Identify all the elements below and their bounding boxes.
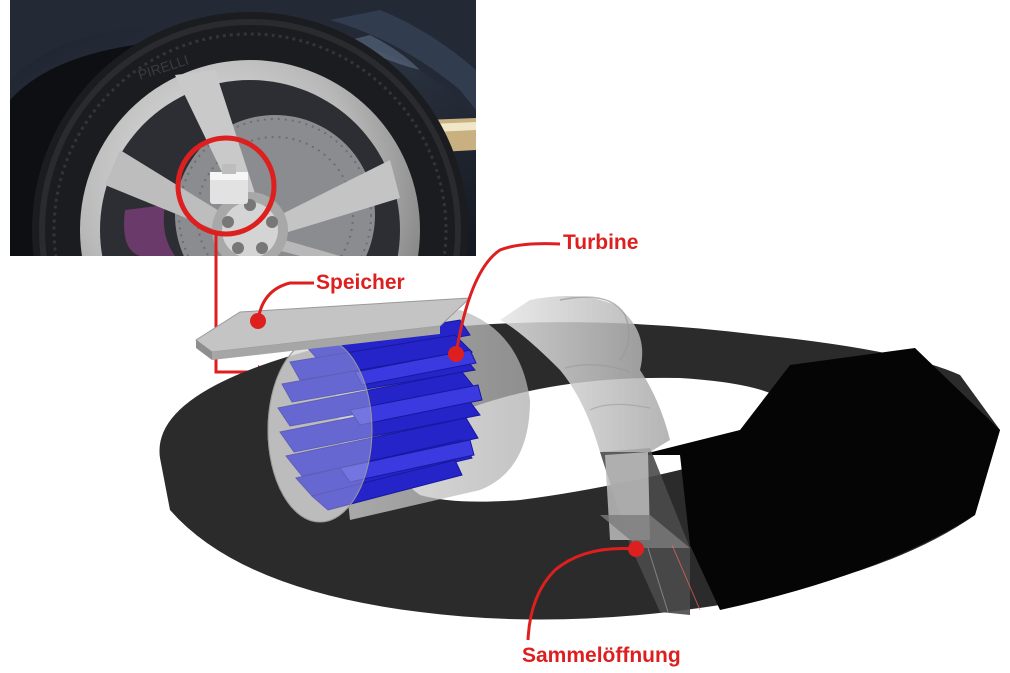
wheel-photo: PIRELLI <box>10 0 476 256</box>
air-duct <box>500 296 670 452</box>
turbine-assembly <box>267 310 530 523</box>
storage-plate <box>195 297 472 360</box>
label-turbine: Turbine <box>563 231 639 254</box>
speicher-dot <box>250 313 266 329</box>
turbine-leader <box>454 242 561 355</box>
sammeloeffnung-dot <box>628 541 644 557</box>
label-sammeloeffnung: Sammelöffnung <box>522 644 681 667</box>
sammeloeffnung-leader <box>526 546 637 641</box>
highlight-circle <box>175 135 277 237</box>
callout-dots <box>250 313 644 557</box>
label-speicher: Speicher <box>316 271 405 294</box>
turbine-dot <box>448 346 464 362</box>
